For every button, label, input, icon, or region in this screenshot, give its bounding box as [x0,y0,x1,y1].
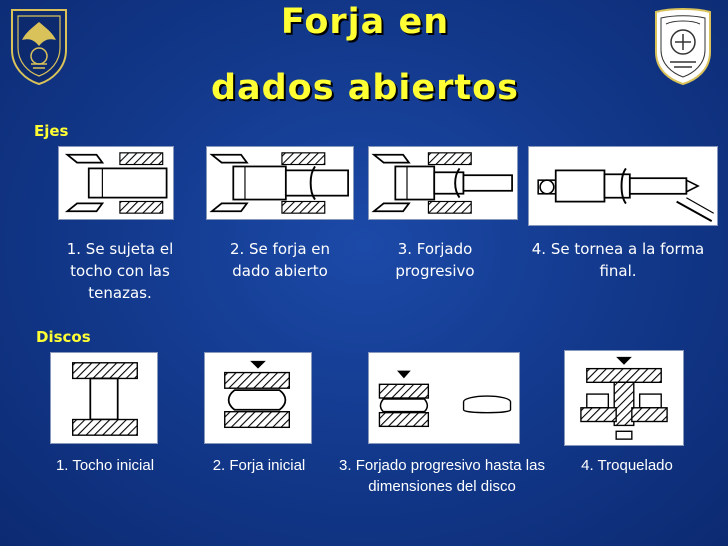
ejes-diagram-3 [368,146,518,220]
ingenieria-shield-icon [650,6,716,86]
unam-shield-icon [6,6,72,86]
section-label-ejes: Ejes [34,122,69,140]
discos-step-3-caption: 3. Forjado progresivo hasta las dimensio… [339,457,545,495]
discos-step-1-caption: 1. Tocho inicial [55,457,155,474]
ejes-diagram-2 [206,146,354,220]
ejes-step-4-caption: 4. Se tornea a la forma final. [531,240,705,280]
slide-title-line2: dados abiertos [210,68,520,108]
discos-diagram-2 [204,352,312,444]
section-label-discos: Discos [36,328,91,346]
ejes-diagram-1 [58,146,174,220]
ejes-step-3-caption: 3. Forjado progresivo [395,240,475,280]
slide-title-line1: Forja en [280,2,450,42]
discos-step-4-caption: 4. Troquelado [581,457,673,474]
ejes-step-2-caption: 2. Se forja en dado abierto [229,240,331,280]
discos-step-2-caption: 2. Forja inicial [212,457,306,474]
discos-diagram-1 [50,352,158,444]
ejes-step-1-caption: 1. Se sujeta el tocho con las tenazas. [66,240,174,302]
discos-diagram-4 [564,350,684,446]
discos-diagram-3 [368,352,520,444]
ejes-diagram-4 [528,146,718,226]
